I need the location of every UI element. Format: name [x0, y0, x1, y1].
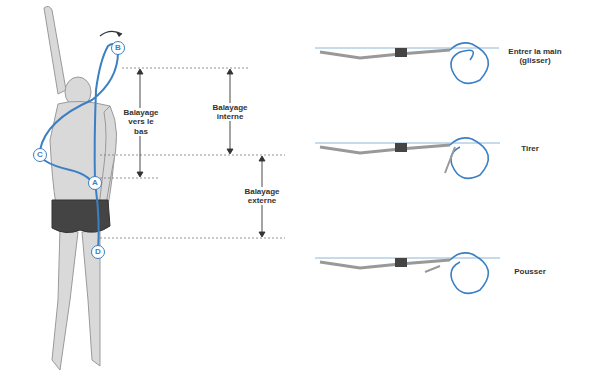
point-letter: A — [92, 179, 98, 187]
point-letter: D — [95, 248, 101, 256]
point-marker: D — [91, 245, 105, 259]
phase-label: Balayage vers le bas — [120, 108, 162, 136]
point-letter: C — [37, 151, 43, 159]
phase-label: Balayage interne — [209, 103, 251, 121]
point-letter: B — [115, 44, 121, 52]
stroke-phase-label: Entrer la main (glisser) — [499, 47, 571, 65]
point-marker: B — [111, 41, 125, 55]
stroke-phase-label: Tirer — [499, 144, 561, 153]
point-marker: A — [88, 176, 102, 190]
stroke-phase-label: Pousser — [499, 267, 561, 276]
phase-label: Balayage externe — [241, 187, 283, 205]
point-marker: C — [33, 148, 47, 162]
